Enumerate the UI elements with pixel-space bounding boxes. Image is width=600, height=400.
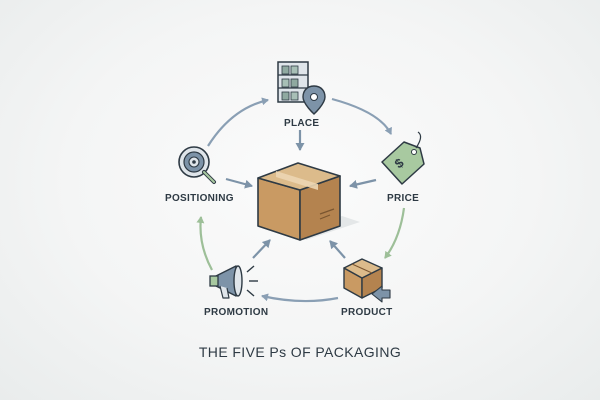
cycle-arrow-positioning-to-place bbox=[207, 97, 269, 147]
label-place: PLACE bbox=[284, 118, 320, 129]
megaphone-icon bbox=[209, 265, 258, 299]
warehouse-shelf-icon bbox=[277, 61, 309, 103]
magnifier-target-icon bbox=[178, 146, 216, 184]
location-pin-icon bbox=[302, 85, 326, 115]
cycle-arrow-promotion-to-positioning bbox=[196, 216, 213, 271]
cycle-arrow-product-to-promotion bbox=[261, 293, 339, 303]
diagram-title: THE FIVE Ps OF PACKAGING bbox=[198, 344, 402, 360]
cycle-arrow-place-to-price bbox=[331, 97, 392, 135]
label-positioning: POSITIONING bbox=[165, 193, 234, 204]
cycle-arrow-price-to-product bbox=[384, 207, 406, 259]
inner-arrow-from-promotion bbox=[252, 239, 271, 259]
label-product: PRODUCT bbox=[341, 307, 393, 318]
inner-arrow-from-product bbox=[329, 240, 346, 259]
label-price: PRICE bbox=[387, 193, 420, 204]
inner-arrow-from-price bbox=[349, 178, 377, 189]
center-box-icon bbox=[257, 162, 360, 241]
label-promotion: PROMOTION bbox=[204, 307, 269, 318]
inner-arrow-from-positioning bbox=[225, 177, 253, 189]
price-tag-icon: $ bbox=[381, 131, 425, 185]
package-icon bbox=[343, 258, 391, 303]
